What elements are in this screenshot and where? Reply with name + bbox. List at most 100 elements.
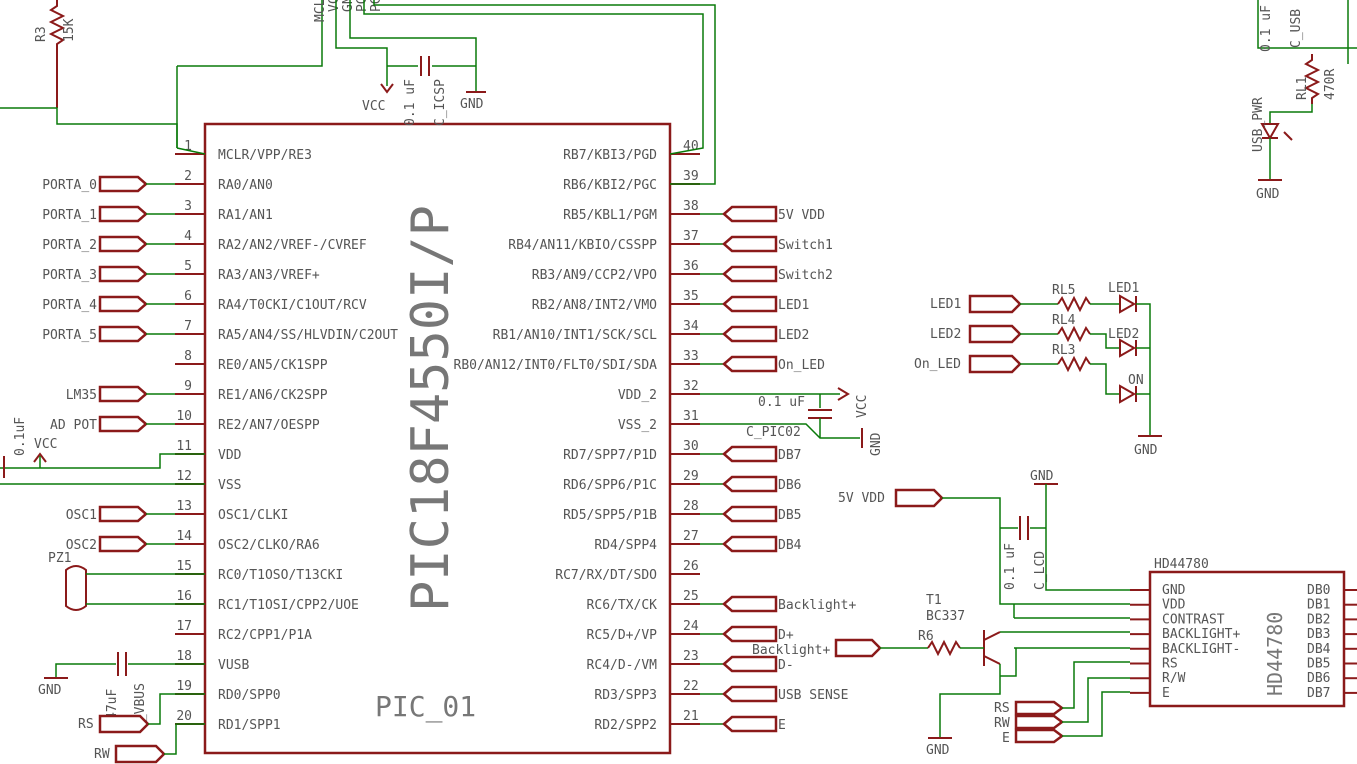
pin-number: 33 — [683, 349, 699, 364]
vusb-capacitor: GND 47uF C_VBUS — [38, 652, 205, 730]
svg-text:ON: ON — [1128, 373, 1144, 388]
icsp-header: MCLR VCC GND PGD PGC VCC GND 0.1 uF C_IC… — [313, 0, 716, 185]
svg-text:RL3: RL3 — [1052, 343, 1075, 358]
port-flag — [722, 235, 778, 253]
port-flag — [722, 625, 778, 643]
pin-number: 14 — [176, 529, 192, 544]
left-pin-group: 1MCLR/VPP/RE32RA0/AN03RA1/AN14RA2/AN2/VR… — [175, 139, 398, 733]
port-label: DB7 — [778, 448, 801, 463]
pin-number: 35 — [683, 289, 699, 304]
lcd-module: HD44780 HD44780 GNDVDDCONTRASTBACKLIGHT+… — [1130, 557, 1357, 708]
svg-text:BC337: BC337 — [926, 609, 965, 624]
pin-number: 31 — [683, 409, 699, 424]
port-label: DB6 — [778, 478, 801, 493]
svg-text:RS: RS — [994, 701, 1010, 716]
svg-text:0.1 uF: 0.1 uF — [1003, 543, 1018, 590]
pin-label: RA1/AN1 — [218, 208, 273, 223]
svg-text:GND: GND — [341, 0, 356, 12]
port-label: Backlight+ — [778, 598, 856, 613]
port-label: USB SENSE — [778, 688, 848, 703]
port-flag — [98, 235, 148, 253]
port-label: LM35 — [66, 388, 97, 403]
svg-text:0.1 uF: 0.1 uF — [1259, 5, 1274, 52]
port-flag — [722, 685, 778, 703]
svg-text:R6: R6 — [918, 629, 934, 644]
lcd-pin-label: GND — [1162, 583, 1186, 598]
pin-number: 29 — [683, 469, 699, 484]
port-label: OSC1 — [66, 508, 97, 523]
svg-text:GND: GND — [1030, 469, 1054, 484]
svg-text:RL5: RL5 — [1052, 283, 1075, 298]
pin-number: 34 — [683, 319, 699, 334]
r3-resistor: R3 15K — [0, 0, 323, 148]
lcd-pin-label: DB6 — [1307, 671, 1330, 686]
svg-text:R3: R3 — [34, 26, 49, 42]
svg-text:VCC: VCC — [855, 395, 870, 418]
svg-text:RL4: RL4 — [1052, 313, 1076, 328]
vdd2-decoupling: VCC GND 0.1 uF C_PIC02 — [700, 387, 884, 456]
pin-label: RC2/CPP1/P1A — [218, 628, 312, 643]
pin-number: 11 — [176, 439, 192, 454]
lcd-pin-label: VDD — [1162, 598, 1186, 613]
pin-label: RD3/SPP3 — [594, 688, 657, 703]
pin-number: 13 — [176, 499, 192, 514]
lcd-pin-label: DB7 — [1307, 686, 1330, 701]
pin-label: RB2/AN8/INT2/VMO — [532, 298, 657, 313]
pin-number: 2 — [184, 169, 192, 184]
port-flag — [722, 535, 778, 553]
pin-label: VDD — [218, 448, 242, 463]
pin-number: 15 — [176, 559, 192, 574]
svg-text:LED1: LED1 — [1108, 281, 1139, 296]
lcd-pin-label: DB5 — [1307, 657, 1330, 672]
lcd-pin-label: DB3 — [1307, 627, 1330, 642]
port-flag — [722, 595, 778, 613]
pic-part-number: PIC18F4550I/P — [401, 205, 461, 612]
pin-label: RE2/AN7/OESPP — [218, 418, 320, 433]
lcd-wiring: GND 5V VDD 0.1 uF C_LCD T1 BC337 Backlig… — [752, 469, 1130, 758]
pin-label: RA4/T0CKI/C1OUT/RCV — [218, 298, 367, 313]
pin-number: 17 — [176, 619, 192, 634]
port-flag — [98, 265, 148, 283]
svg-text:USB_PWR: USB_PWR — [1251, 97, 1266, 152]
pin-number: 26 — [683, 559, 699, 574]
pin-label: RE0/AN5/CK1SPP — [218, 358, 328, 373]
pin-number: 16 — [176, 589, 192, 604]
pin-label: RA0/AN0 — [218, 178, 273, 193]
pin-number: 12 — [176, 469, 192, 484]
svg-text:47uF: 47uF — [105, 689, 120, 720]
port-flag — [98, 175, 148, 193]
svg-text:5V VDD: 5V VDD — [838, 491, 885, 506]
lcd-pin-label: BACKLIGHT+ — [1162, 627, 1240, 642]
svg-text:470R: 470R — [1323, 69, 1338, 100]
port-flag — [722, 265, 778, 283]
pin-number: 25 — [683, 589, 699, 604]
lcd-pin-label: RS — [1162, 657, 1178, 672]
pin-number: 32 — [683, 379, 699, 394]
pin-number: 19 — [176, 679, 192, 694]
pin-number: 20 — [176, 709, 192, 724]
pin-label: RB7/KBI3/PGD — [563, 148, 657, 163]
svg-text:RW: RW — [94, 747, 110, 762]
pin-number: 21 — [683, 709, 699, 724]
svg-text:LED2: LED2 — [930, 327, 961, 342]
port-label: PORTA_1 — [42, 208, 97, 223]
port-label: LED1 — [778, 298, 809, 313]
pin-label: VSS — [218, 478, 241, 493]
port-label: PORTA_3 — [42, 268, 97, 283]
pin-number: 1 — [184, 139, 192, 154]
port-flag — [98, 205, 148, 223]
svg-text:RS: RS — [78, 717, 94, 732]
svg-text:Backlight+: Backlight+ — [752, 643, 830, 658]
pin-number: 36 — [683, 259, 699, 274]
pin-label: RB6/KBI2/PGC — [563, 178, 657, 193]
svg-text:GND: GND — [869, 432, 884, 456]
lcd-pin-label: DB4 — [1307, 642, 1331, 657]
svg-text:C_USB: C_USB — [1289, 9, 1304, 48]
vdd-vss-left: VCC 0.1uF — [0, 417, 205, 485]
port-label: 5V VDD — [778, 208, 825, 223]
port-label: OSC2 — [66, 538, 97, 553]
port-flag — [722, 325, 778, 343]
pic-name: PIC_01 — [375, 690, 476, 724]
port-label: PORTA_4 — [42, 298, 97, 313]
